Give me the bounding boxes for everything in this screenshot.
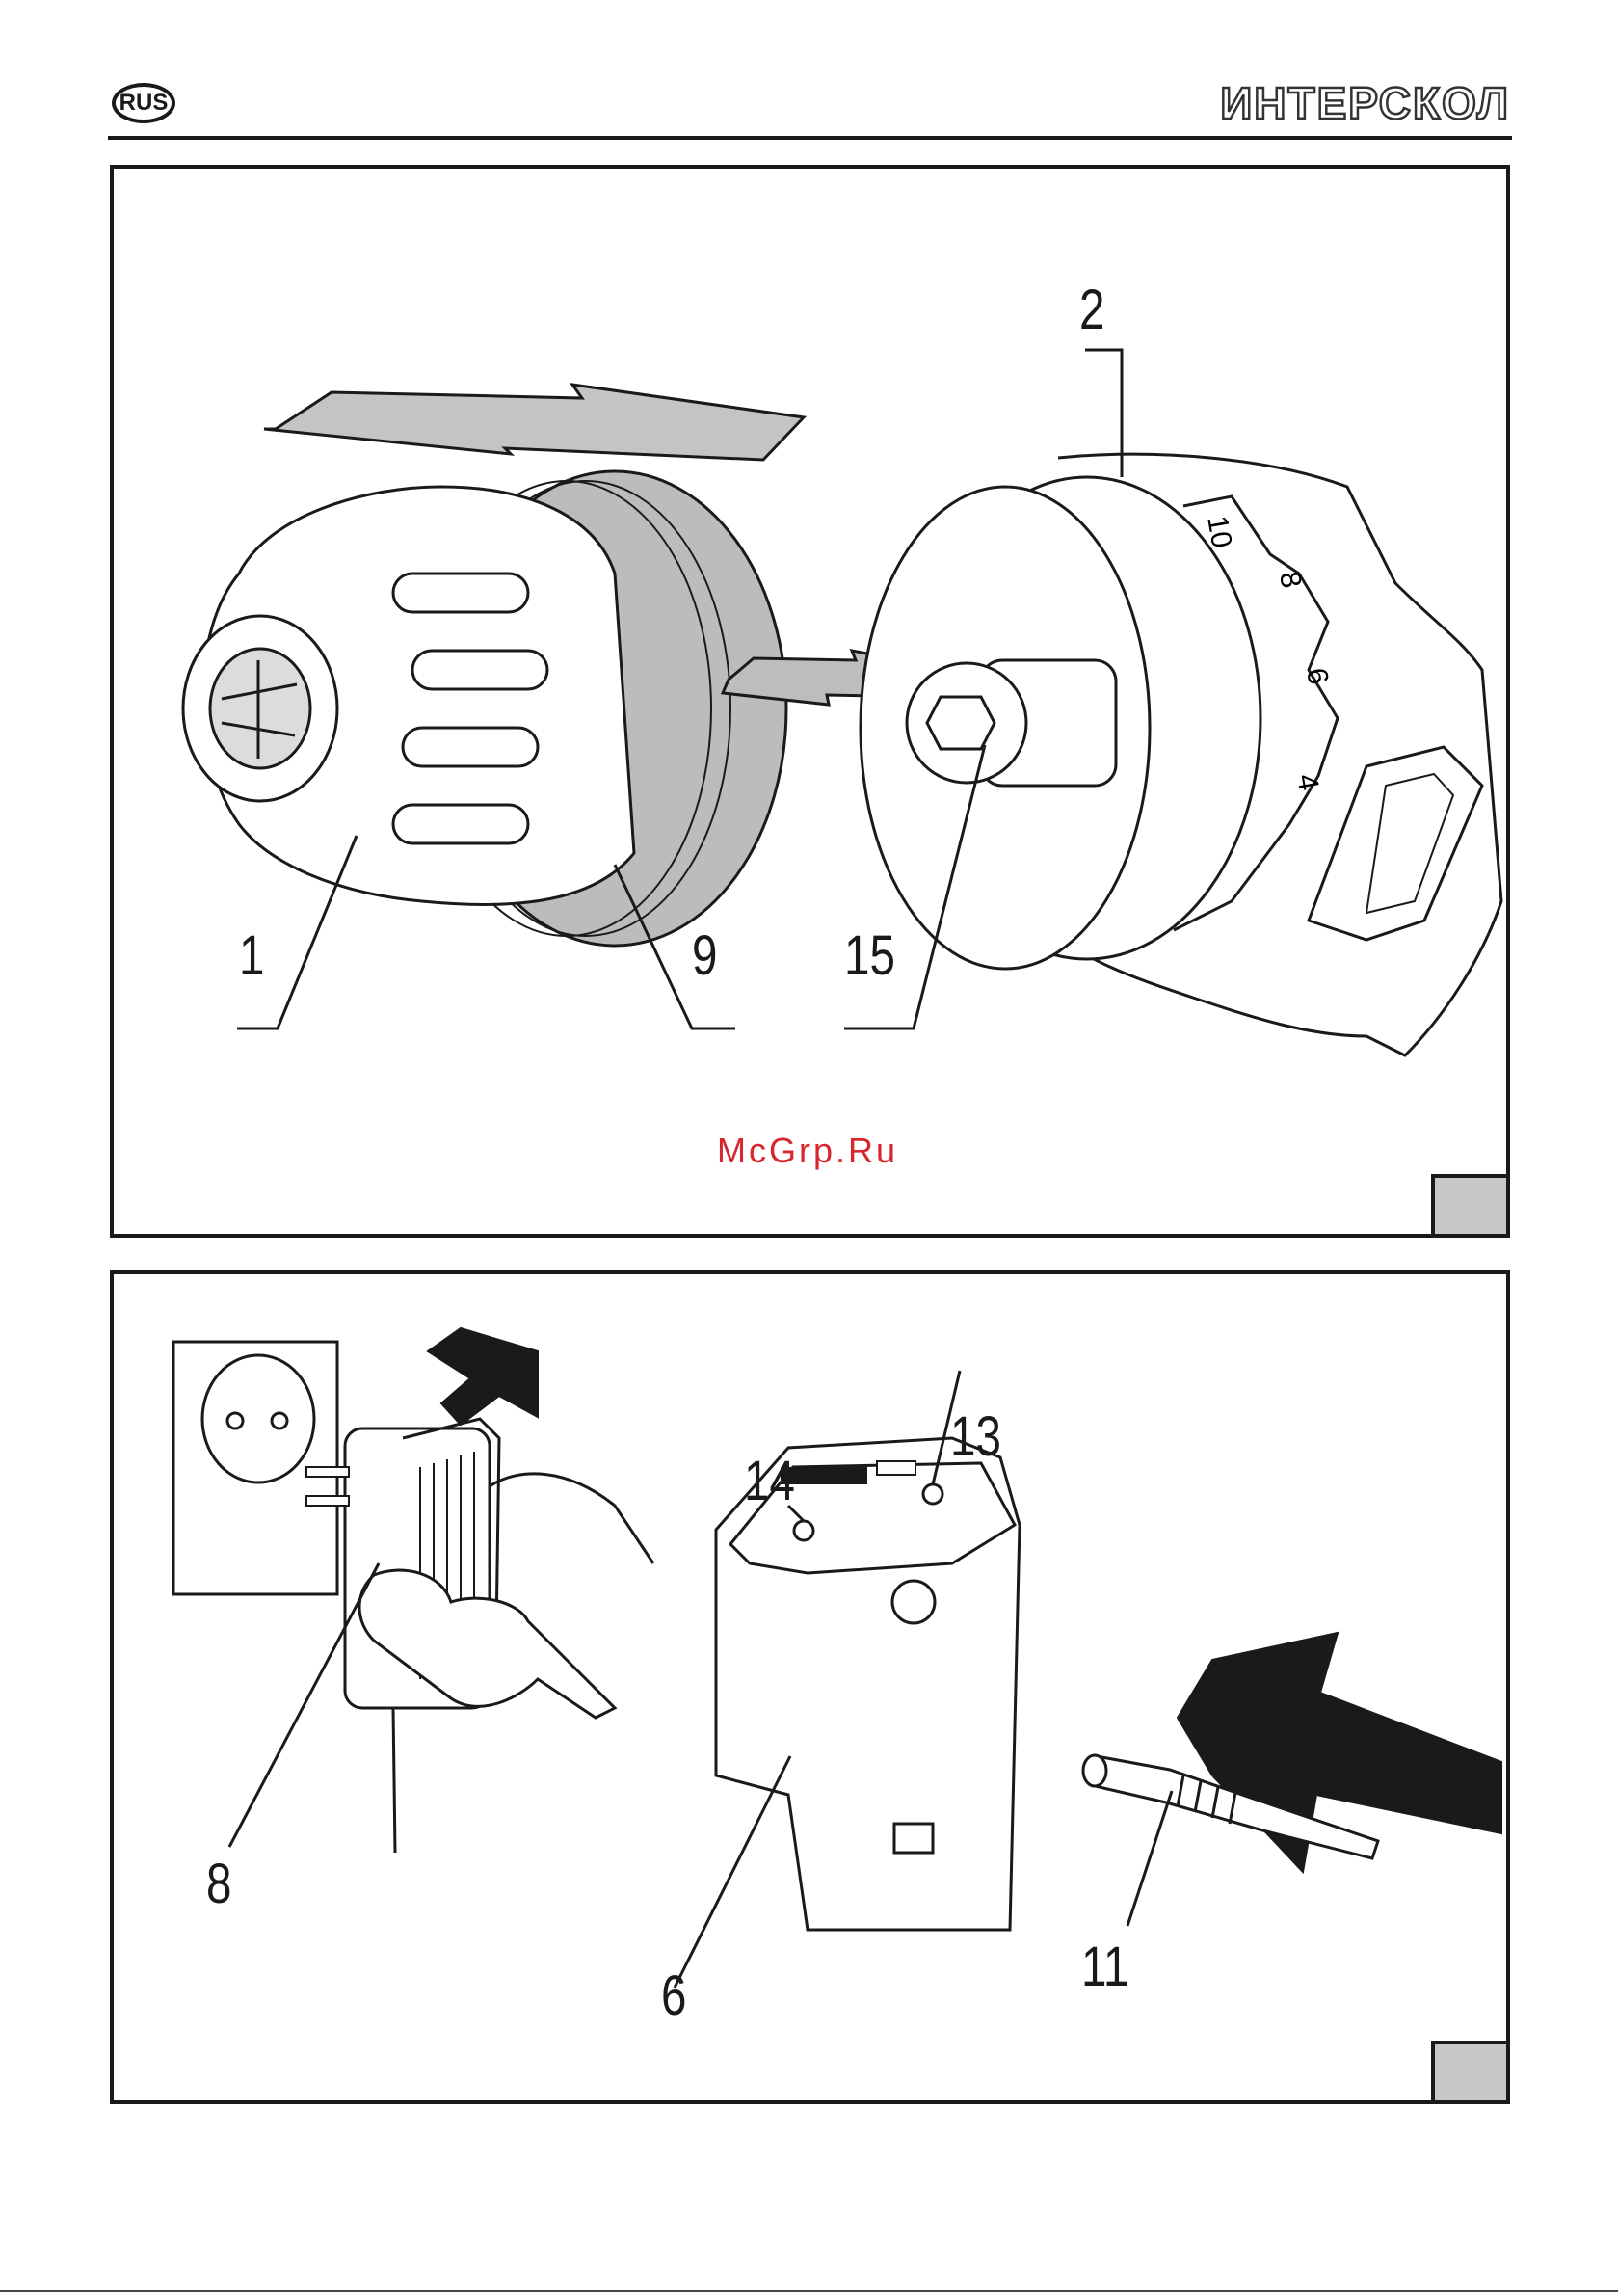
dial-mark-6: 6	[1300, 665, 1334, 686]
footer-divider	[0, 2290, 1618, 2292]
callout-6: 6	[661, 1968, 686, 2024]
figure-tab	[1431, 1174, 1506, 1234]
dial-mark-10: 10	[1201, 513, 1237, 550]
dial-mark-8: 8	[1273, 569, 1307, 590]
hex-socket	[927, 697, 995, 749]
brand-logo: ИНТЕРСКОЛ	[1220, 77, 1510, 129]
leader-6	[675, 1756, 790, 1988]
callout-9: 9	[692, 928, 717, 984]
callout-13: 13	[950, 1409, 1001, 1465]
callout-1: 1	[239, 928, 264, 984]
leader-11	[1127, 1791, 1172, 1926]
dial-mark-4: 4	[1290, 771, 1324, 792]
language-badge: RUS	[112, 83, 175, 123]
plug-in-arrow	[428, 1328, 538, 1425]
chuck-illustration: 10 8 6 4	[114, 169, 1510, 1238]
header-divider	[108, 136, 1512, 140]
callout-8: 8	[206, 1856, 231, 1912]
figure-charging: 8 14 13 6 11	[110, 1270, 1510, 2104]
watermark: McGrp.Ru	[717, 1131, 898, 1171]
page-header: RUS ИНТЕРСКОЛ	[0, 0, 1618, 145]
callout-2: 2	[1079, 282, 1104, 338]
leader-2	[1085, 350, 1122, 477]
callout-15: 15	[844, 928, 895, 984]
charging-illustration	[114, 1274, 1510, 2104]
figure-tab	[1431, 2041, 1506, 2100]
callout-11: 11	[1081, 1939, 1128, 1995]
direction-arrow	[264, 385, 804, 460]
figure-chuck-assembly: 10 8 6 4 1 9 15 2	[110, 165, 1510, 1238]
callout-14: 14	[744, 1454, 795, 1509]
